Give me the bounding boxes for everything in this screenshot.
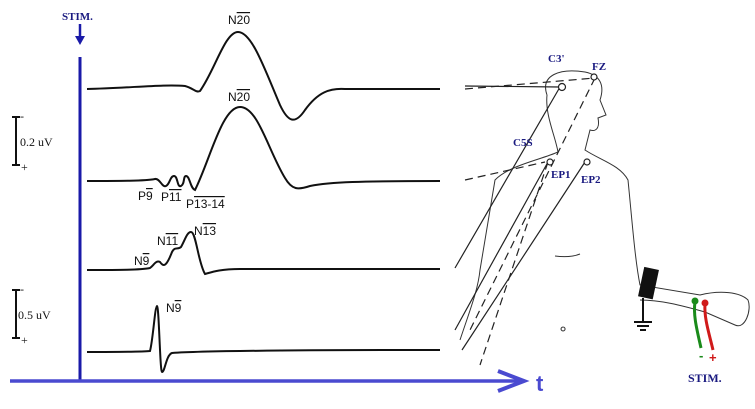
scale-plus: +: [21, 160, 28, 174]
time-arrow-icon: [497, 369, 530, 393]
scale-bar-0-2: [12, 116, 20, 166]
stim-arrow-icon: [75, 24, 85, 45]
scale-bar-0-5: [12, 289, 20, 339]
arm-cuff: [638, 266, 659, 322]
scale-minus: -: [20, 109, 24, 123]
stim-site-label: STIM.: [688, 371, 722, 385]
trace-cervical: [86, 105, 441, 192]
peak-label: N20: [228, 13, 250, 27]
ground-icon: [634, 321, 652, 331]
peak-label: P11: [161, 190, 182, 204]
scale-value: 0.2 uV: [20, 135, 53, 149]
electrode-c5s: C5S: [513, 137, 533, 149]
peak-label: N20: [228, 90, 250, 104]
electrode-ep2: EP2: [581, 174, 601, 186]
stim-minus: -: [699, 348, 703, 363]
trace-erb: [86, 304, 441, 374]
scale-minus: -: [20, 282, 24, 296]
stim-plus: +: [709, 350, 717, 365]
electrode-fz: FZ: [592, 61, 606, 73]
electrode-leads: [464, 77, 596, 366]
time-axis-label: t: [536, 371, 544, 396]
peak-label: P13-14: [186, 197, 225, 211]
peak-label: N13: [194, 224, 216, 238]
electrode-ep1: EP1: [551, 169, 571, 181]
neg-stim-lead: [693, 301, 703, 349]
electrode-icons: [546, 73, 598, 166]
trace-cortical: [86, 30, 440, 121]
human-figure: [459, 70, 750, 341]
scale-value: 0.5 uV: [18, 308, 51, 322]
peak-label: P9: [138, 189, 153, 203]
peak-label: N9: [166, 301, 182, 315]
scale-plus: +: [21, 333, 28, 347]
peak-label: N11: [157, 234, 178, 248]
pos-stim-lead: [703, 303, 715, 351]
stim-label: STIM.: [62, 11, 93, 23]
peak-label: N9: [134, 254, 150, 268]
electrode-c3: C3': [548, 53, 565, 65]
trace-ep: [86, 230, 440, 276]
